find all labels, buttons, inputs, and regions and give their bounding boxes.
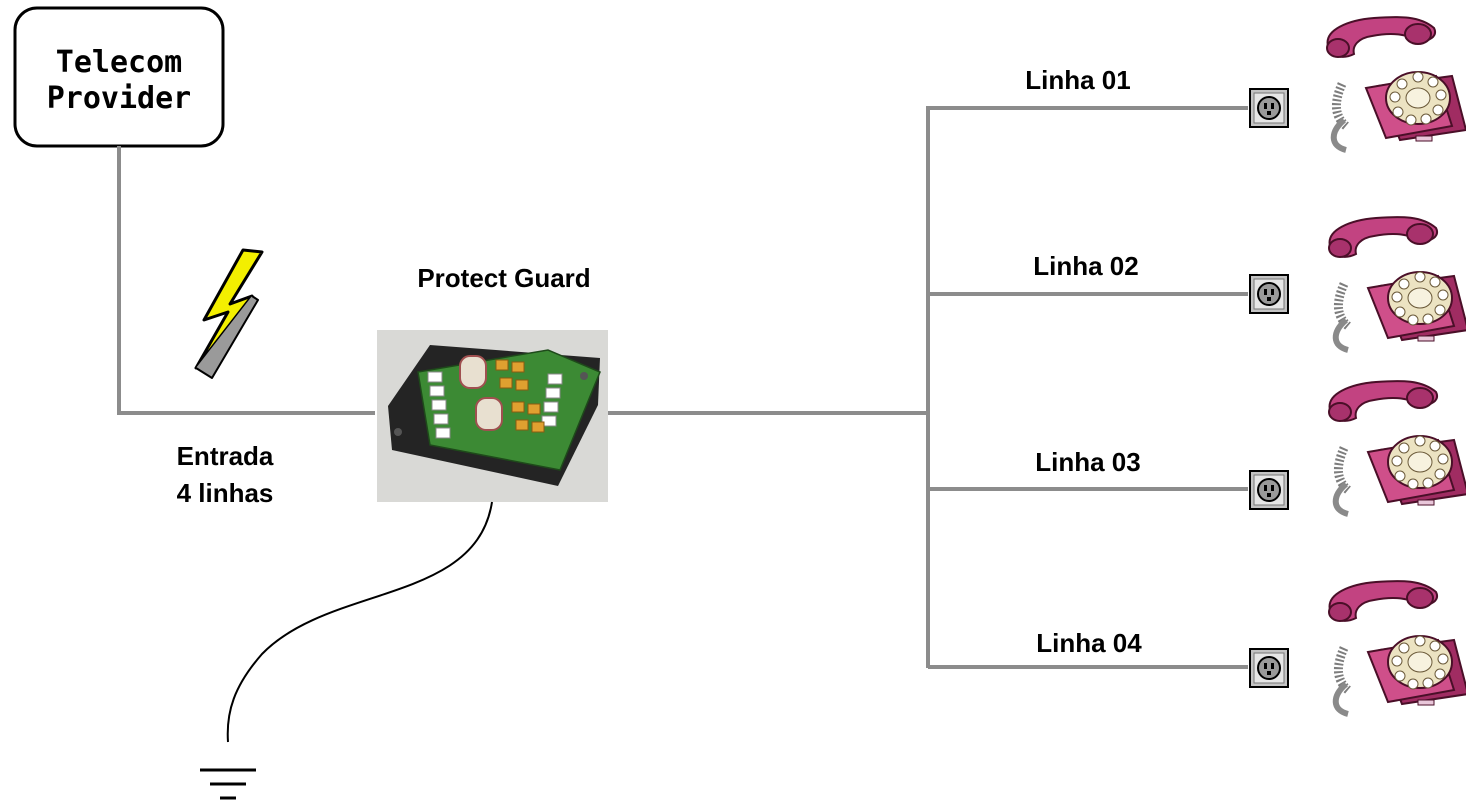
lightning-icon [194,248,264,379]
rotary-telephone-icon [1329,217,1466,350]
rotary-telephone-icon [1329,381,1466,514]
telecom-provider-box: Telecom Provider [13,6,225,148]
ground-wire [226,501,493,743]
rotary-telephone-icon [1327,17,1466,150]
provider-label-line1: Telecom [56,45,182,80]
phone-socket-icon [1249,648,1289,688]
rotary-telephone-icon [1329,581,1466,714]
phone-socket-icon [1249,274,1289,314]
line-01-label: Linha 01 [1025,65,1130,95]
input-label-line1: Entrada [177,441,274,471]
input-label-line2: 4 linhas [177,478,274,508]
wires [117,106,1248,669]
provider-label-line2: Provider [47,81,192,116]
phone-socket-icon [1249,88,1289,128]
line-04-label: Linha 04 [1036,628,1142,658]
line-02-label: Linha 02 [1033,251,1138,281]
phone-socket-icon [1249,470,1289,510]
protect-guard-device [377,330,608,502]
provider-wire [117,146,375,415]
line-03-label: Linha 03 [1035,447,1140,477]
ground-icon [200,768,256,800]
device-label: Protect Guard [417,263,590,293]
